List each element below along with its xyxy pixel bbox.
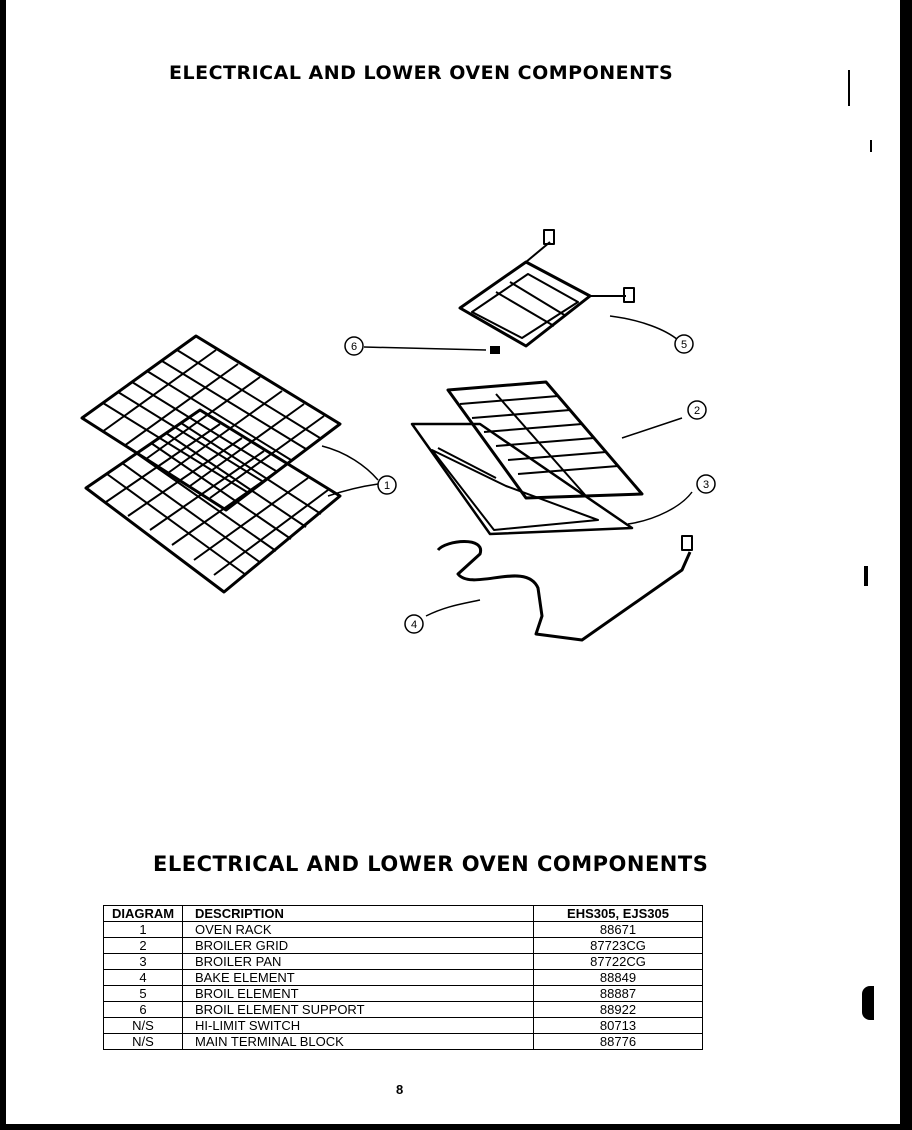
oven-rack-upper	[80, 334, 342, 512]
row-part-number: 88922	[533, 1001, 703, 1018]
broil-element-support	[490, 346, 500, 354]
table-row: 2 BROILER GRID 87723CG	[103, 937, 703, 954]
row-part-number: 88887	[533, 985, 703, 1002]
table-row: N/S HI-LIMIT SWITCH 80713	[103, 1017, 703, 1034]
header-part-number: EHS305, EJS305	[533, 905, 703, 922]
callout-6: 6	[344, 336, 364, 356]
page-number: 8	[396, 1082, 404, 1097]
scan-mark	[864, 566, 868, 586]
row-description: HI-LIMIT SWITCH	[182, 1017, 534, 1034]
row-diagram: 2	[103, 937, 183, 954]
callout-3: 3	[696, 474, 716, 494]
svg-text:5: 5	[681, 339, 687, 351]
svg-text:4: 4	[411, 619, 417, 631]
row-diagram: 4	[103, 969, 183, 986]
row-part-number: 87723CG	[533, 937, 703, 954]
row-part-number: 88671	[533, 921, 703, 938]
row-description: BROIL ELEMENT SUPPORT	[182, 1001, 534, 1018]
header-description: DESCRIPTION	[182, 905, 534, 922]
row-description: OVEN RACK	[182, 921, 534, 938]
row-description: BROILER GRID	[182, 937, 534, 954]
row-diagram: 1	[103, 921, 183, 938]
row-description: BROIL ELEMENT	[182, 985, 534, 1002]
broil-element	[458, 229, 635, 348]
scan-mark	[862, 986, 874, 1020]
row-description: BAKE ELEMENT	[182, 969, 534, 986]
table-title: ELECTRICAL AND LOWER OVEN COMPONENTS	[153, 852, 709, 876]
row-part-number: 88776	[533, 1033, 703, 1050]
row-description: MAIN TERMINAL BLOCK	[182, 1033, 534, 1050]
row-description: BROILER PAN	[182, 953, 534, 970]
parts-table: DIAGRAM DESCRIPTION EHS305, EJS305 1 OVE…	[103, 905, 703, 1050]
svg-text:1: 1	[384, 480, 390, 492]
table-row: 4 BAKE ELEMENT 88849	[103, 969, 703, 986]
callout-1: 1	[377, 475, 397, 495]
row-part-number: 88849	[533, 969, 703, 986]
oven-rack-lower	[84, 408, 342, 594]
row-diagram: N/S	[103, 1017, 183, 1034]
header-diagram: DIAGRAM	[103, 905, 183, 922]
table-row: 1 OVEN RACK 88671	[103, 921, 703, 938]
table-row: 3 BROILER PAN 87722CG	[103, 953, 703, 970]
svg-text:2: 2	[694, 405, 700, 417]
diagram-title: ELECTRICAL AND LOWER OVEN COMPONENTS	[169, 62, 674, 84]
scan-mark	[870, 140, 872, 152]
row-part-number: 80713	[533, 1017, 703, 1034]
row-diagram: 5	[103, 985, 183, 1002]
scan-mark	[848, 70, 850, 106]
callout-4: 4	[404, 614, 424, 634]
broiler-pan	[410, 422, 634, 536]
callout-5: 5	[674, 334, 694, 354]
bake-element	[436, 535, 693, 642]
row-diagram: N/S	[103, 1033, 183, 1050]
row-part-number: 87722CG	[533, 953, 703, 970]
svg-text:3: 3	[703, 479, 709, 491]
row-diagram: 6	[103, 1001, 183, 1018]
svg-text:6: 6	[351, 341, 357, 353]
table-row: 5 BROIL ELEMENT 88887	[103, 985, 703, 1002]
catalog-page: ELECTRICAL AND LOWER OVEN COMPONENTS	[6, 0, 900, 1124]
callout-2: 2	[687, 400, 707, 420]
table-row: N/S MAIN TERMINAL BLOCK 88776	[103, 1033, 703, 1050]
table-header-row: DIAGRAM DESCRIPTION EHS305, EJS305	[103, 905, 703, 922]
exploded-parts-diagram: 1 2 3 4 5 6	[80, 229, 716, 642]
table-row: 6 BROIL ELEMENT SUPPORT 88922	[103, 1001, 703, 1018]
broiler-grid	[446, 380, 644, 500]
row-diagram: 3	[103, 953, 183, 970]
